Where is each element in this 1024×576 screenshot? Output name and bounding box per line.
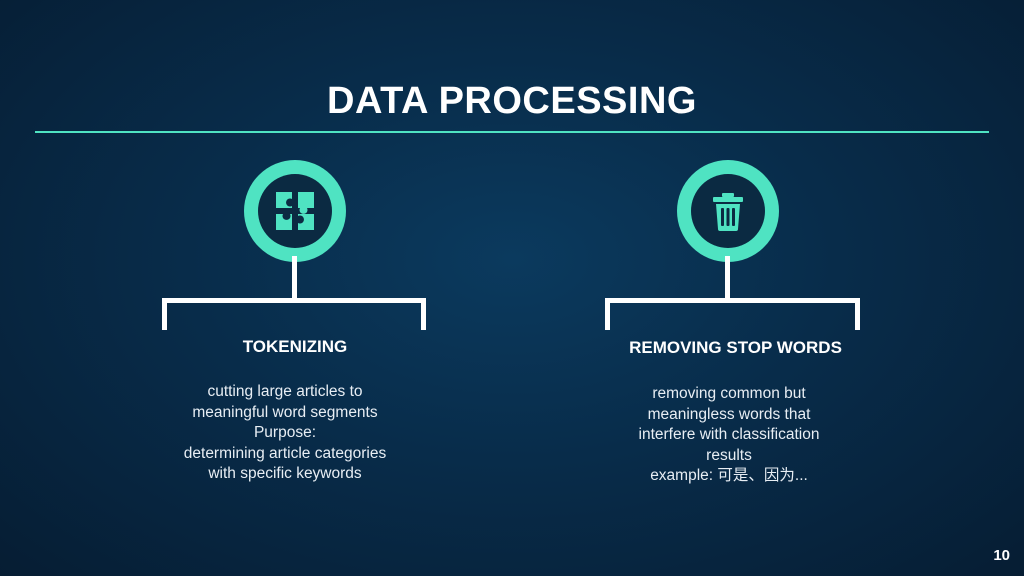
stopwords-connector-stem: [725, 256, 730, 301]
puzzle-icon: [276, 192, 314, 230]
tokenizing-bracket-right: [421, 298, 426, 330]
stopwords-icon-badge: [677, 160, 779, 262]
stopwords-bracket-right: [855, 298, 860, 330]
title-divider: [35, 131, 989, 133]
tokenizing-line-1: cutting large articles to: [207, 383, 363, 400]
stopwords-bracket-bar: [605, 298, 860, 303]
page-number: 10: [993, 547, 1010, 564]
tokenizing-heading: TOKENIZING: [242, 337, 348, 356]
stopwords-line-1: removing common but: [652, 385, 806, 402]
stopwords-line-4: results: [706, 446, 752, 464]
tokenizing-icon-badge: [244, 160, 346, 262]
stopwords-line-5: example: 可是、因为...: [650, 467, 808, 484]
stopwords-heading: REMOVING STOP WORDS: [629, 338, 842, 357]
stopwords-line-3: interfere with classification: [638, 426, 820, 443]
tokenizing-connector-stem: [292, 256, 297, 301]
tokenizing-description: cutting large articles to meaningful wor…: [150, 382, 420, 485]
tokenizing-line-3: Purpose:: [253, 424, 317, 441]
tokenizing-line-4: determining article categories: [183, 444, 387, 462]
tokenizing-bracket-bar: [162, 298, 426, 303]
tokenizing-line-2: meaningful word segments: [192, 403, 378, 421]
stopwords-bracket-left: [605, 298, 610, 330]
page-title: DATA PROCESSING: [327, 80, 697, 122]
stopwords-description: removing common but meaningless words th…: [594, 384, 864, 487]
tokenizing-line-5: with specific keywords: [208, 465, 362, 482]
stopwords-line-2: meaningless words that: [647, 405, 811, 423]
trash-icon: [713, 193, 743, 231]
tokenizing-bracket-left: [162, 298, 167, 330]
